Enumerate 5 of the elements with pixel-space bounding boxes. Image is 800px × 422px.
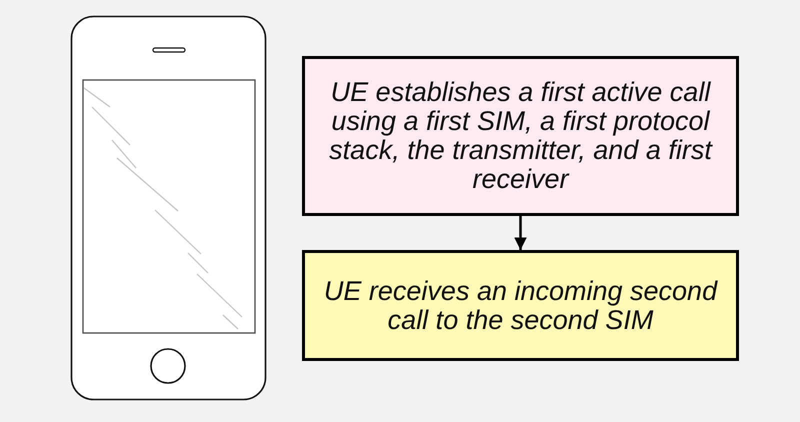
process-box xyxy=(302,250,739,361)
step-text: UE receives an incoming second call to the second SIM xyxy=(322,276,719,334)
process-box xyxy=(302,56,739,216)
arrow xyxy=(514,216,527,250)
step-text: UE establishes a first active call using a first SIM, a first protocol stack, the transmitter, and a first receiver xyxy=(328,78,714,194)
